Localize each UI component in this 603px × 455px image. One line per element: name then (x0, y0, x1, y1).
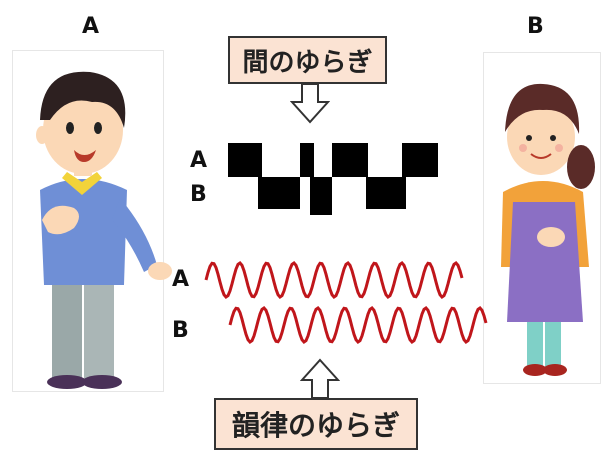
wave-a (204, 260, 464, 300)
block-a-2 (300, 143, 314, 177)
timing-fluctuation-label: 間のゆらぎ (228, 36, 387, 84)
block-a-4 (402, 143, 438, 177)
prosody-waves (204, 260, 488, 345)
block-b-2 (310, 177, 332, 215)
timing-blocks (228, 143, 438, 215)
wave-b (228, 305, 488, 345)
person-b-illustration (501, 83, 595, 376)
timing-row-b-label: B (190, 182, 207, 207)
wave-row-b-label: B (172, 318, 189, 343)
block-b-3 (366, 177, 406, 209)
arrow-up-icon (300, 358, 340, 399)
person-a-letter: A (82, 14, 100, 39)
arrow-down-icon (290, 83, 330, 124)
wave-row-a-label: A (172, 267, 190, 292)
block-a-3 (332, 143, 368, 177)
person-b-letter: B (527, 14, 544, 39)
block-b-1 (258, 177, 300, 209)
person-a-illustration (36, 71, 172, 389)
block-a-1 (228, 143, 262, 177)
prosody-fluctuation-label: 韻律のゆらぎ (214, 398, 418, 450)
timing-row-a-label: A (190, 148, 208, 173)
